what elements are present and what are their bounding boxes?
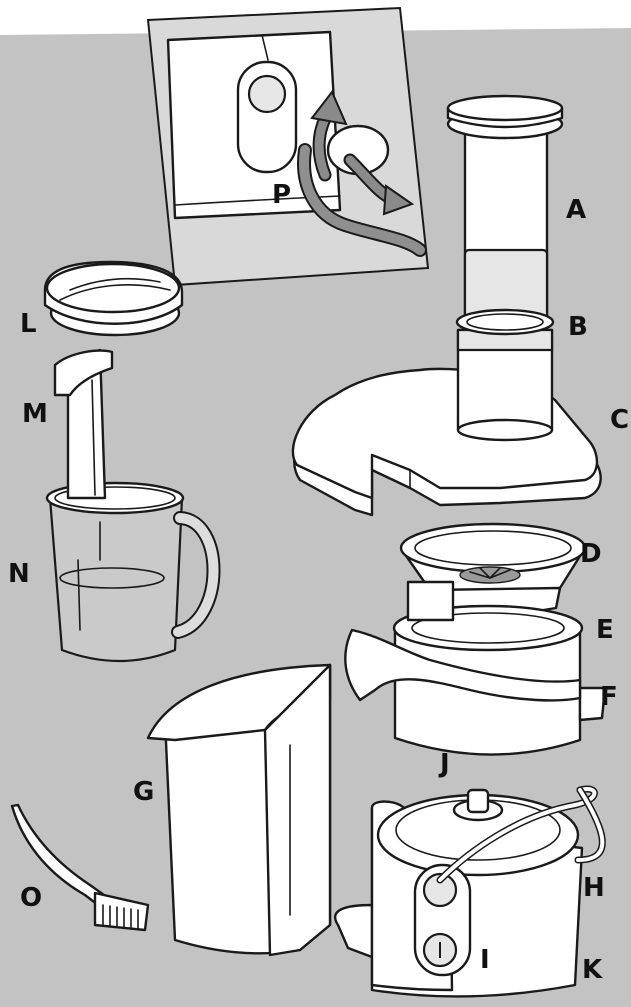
label-k: K [582, 955, 603, 985]
label-c: C [610, 405, 629, 435]
motor-base-part-k [335, 789, 602, 996]
label-b: B [568, 312, 588, 342]
label-f: F [600, 682, 618, 712]
label-h: H [583, 873, 605, 903]
jug-lid-part-l [45, 262, 182, 335]
label-e: E [596, 615, 614, 645]
inset-cord-detail [148, 8, 428, 285]
label-p: P [272, 180, 291, 210]
label-g: G [133, 777, 154, 807]
label-d: D [580, 539, 602, 569]
label-l: L [20, 309, 37, 339]
label-m: M [22, 399, 48, 429]
pusher-part-a [448, 96, 562, 320]
label-j: J [438, 749, 450, 779]
feed-tube-part-b [457, 310, 553, 440]
label-a: A [566, 195, 586, 225]
label-i: I [480, 945, 490, 975]
pulp-container-part-g [148, 665, 330, 955]
label-o: O [20, 883, 42, 913]
label-n: N [8, 559, 30, 589]
